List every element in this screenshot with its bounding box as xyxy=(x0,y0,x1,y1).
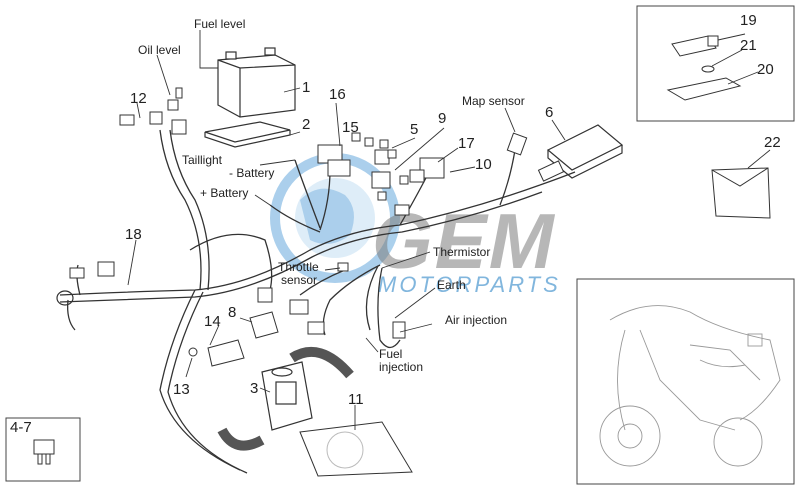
part-number-19: 19 xyxy=(740,12,757,29)
part-number-4-7: 4-7 xyxy=(10,419,32,436)
wiring-harness xyxy=(59,129,576,474)
hose-pieces xyxy=(217,346,354,451)
part-number-3: 3 xyxy=(250,380,259,397)
watermark-sub-text: MOTORPARTS xyxy=(378,272,561,297)
fuel-level-sender xyxy=(175,87,183,99)
map-sensor-connector xyxy=(506,132,528,156)
ecu-connector xyxy=(537,160,565,182)
gasket-packet xyxy=(299,421,413,477)
callout-plus-battery: + Battery xyxy=(200,186,249,200)
inset-frame-parts-19-21 xyxy=(636,5,795,122)
callout-thermistor: Thermistor xyxy=(433,245,491,259)
callout-air-injection: Air injection xyxy=(445,313,508,327)
callout-throttle-line2: sensor xyxy=(281,273,318,287)
part-number-20: 20 xyxy=(757,61,774,78)
part-number-13: 13 xyxy=(173,381,190,398)
scooter-illustration xyxy=(599,305,781,467)
inset-frame-scooter xyxy=(576,278,795,485)
leader-lines xyxy=(127,30,771,430)
callout-fuel-injection-line1: Fuel xyxy=(379,347,403,361)
callout-taillight: Taillight xyxy=(182,153,223,167)
callout-map-sensor: Map sensor xyxy=(462,94,525,108)
inset-frame-fuse xyxy=(5,417,81,482)
callout-minus-battery: - Battery xyxy=(229,166,275,180)
left-connectors xyxy=(69,99,410,339)
small-brackets xyxy=(188,311,279,367)
part-number-6: 6 xyxy=(545,104,554,121)
part-number-10: 10 xyxy=(475,156,492,173)
callout-throttle-line1: Throttle xyxy=(278,260,319,274)
callout-earth: Earth xyxy=(437,278,466,292)
part-number-17: 17 xyxy=(458,135,475,152)
part-number-12: 12 xyxy=(130,90,147,107)
part-number-9: 9 xyxy=(438,110,447,127)
part-number-8: 8 xyxy=(228,304,237,321)
part-number-16: 16 xyxy=(329,86,346,103)
part-number-14: 14 xyxy=(204,313,221,330)
callout-fuel-injection-line2: injection xyxy=(379,360,424,374)
part-number-1: 1 xyxy=(302,79,311,96)
inset-parts xyxy=(666,35,742,101)
fuel-pump xyxy=(261,361,313,431)
battery xyxy=(217,47,296,118)
tool-bag xyxy=(711,167,771,219)
part-number-15: 15 xyxy=(342,119,359,136)
part-number-11: 11 xyxy=(348,391,364,408)
battery-tray xyxy=(204,121,291,148)
part-number-5: 5 xyxy=(410,121,419,138)
callout-fuel-level: Fuel level xyxy=(194,17,246,31)
part-number-2: 2 xyxy=(302,116,311,133)
ecu xyxy=(546,124,624,179)
fuse xyxy=(33,439,55,465)
part-number-22: 22 xyxy=(764,134,781,151)
relays-cluster xyxy=(317,132,445,201)
part-number-18: 18 xyxy=(125,226,142,243)
callout-oil-level: Oil level xyxy=(138,43,181,57)
harness-end-left xyxy=(56,290,74,306)
part-number-21: 21 xyxy=(740,37,757,54)
